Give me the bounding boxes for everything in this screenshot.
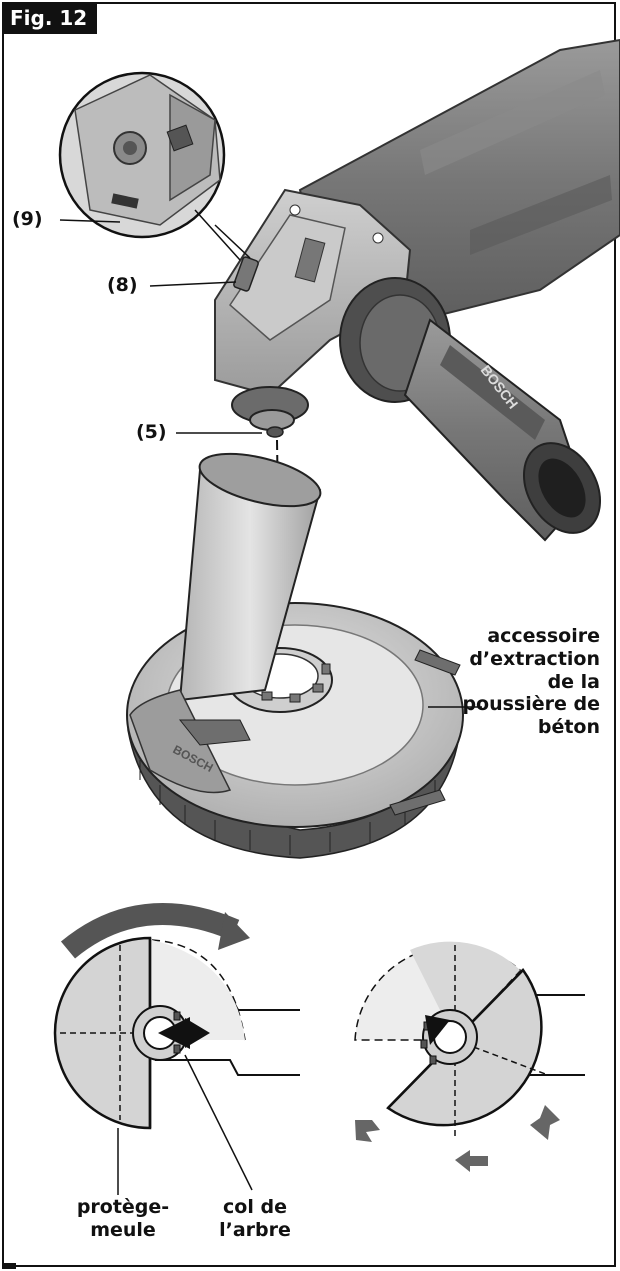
spindle: [231, 386, 309, 438]
detail-inset: [58, 71, 226, 239]
figure-tag: Fig. 12: [2, 2, 98, 34]
accessory-label-line-1: accessoire: [487, 625, 600, 647]
guard-position-diagram-right: [354, 941, 585, 1172]
callout-label-5: (5): [136, 421, 167, 443]
guard-label-line-1: protège-: [76, 1196, 170, 1218]
inset-connector: [194, 209, 251, 261]
collar-label-line-2: l’arbre: [219, 1218, 291, 1241]
accessory-label-line-4: poussière de: [462, 693, 600, 716]
callout-label-8: (8): [107, 274, 138, 296]
corner-mark: [2, 1263, 16, 1269]
guard-position-diagram-left: [53, 903, 300, 1195]
collar-label: col de l’arbre: [205, 1196, 305, 1242]
callout-line-9: [59, 219, 121, 223]
callout-line-8: [149, 281, 237, 287]
dust-extraction-shroud: [126, 452, 464, 859]
callout-label-9: (9): [12, 208, 43, 230]
guard-label-line-2: meule: [90, 1218, 156, 1241]
accessory-label-line-2: d’extraction: [469, 647, 600, 670]
accessory-label-line-3: de la: [547, 670, 600, 693]
collar-label-line-1: col de: [223, 1196, 287, 1218]
grinder-gear-head: [214, 188, 412, 397]
auxiliary-handle: [339, 277, 601, 542]
accessory-label-line-5: béton: [537, 716, 600, 739]
guard-label: protège- meule: [68, 1196, 178, 1242]
accessory-label: accessoire d’extraction de la poussière …: [450, 625, 600, 739]
